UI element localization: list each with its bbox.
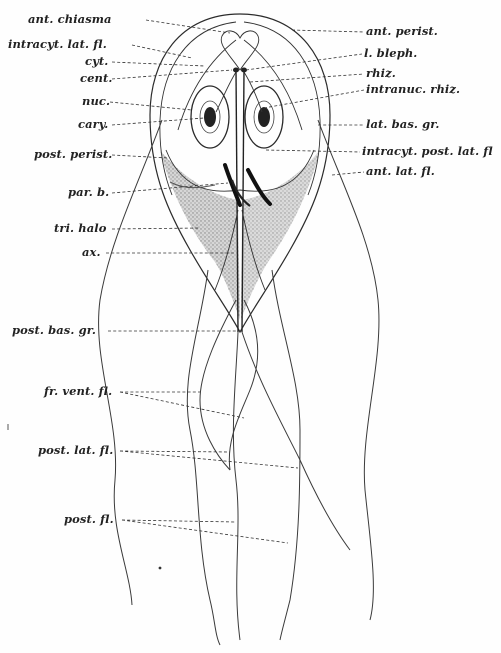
intracytoplasmic-flagella bbox=[178, 40, 302, 290]
chiasma-shape bbox=[221, 31, 259, 70]
blepharoplast-left bbox=[233, 68, 239, 73]
nucleus-left bbox=[191, 86, 229, 148]
labels-right: ant. perist. l. bleph. rhiz. intranuc. r… bbox=[246, 24, 493, 178]
nucleus-right bbox=[245, 86, 283, 148]
label-rhiz: rhiz. bbox=[366, 66, 396, 80]
label-intracyt-lat-fl: intracyt. lat. fl. bbox=[8, 37, 107, 51]
post-lat-flagellum-right bbox=[272, 270, 300, 640]
label-intranuc-rhiz: intranuc. rhiz. bbox=[366, 82, 460, 96]
label-tri-halo: tri. halo bbox=[54, 221, 107, 235]
cell-body bbox=[150, 14, 330, 332]
post-flagellum-right bbox=[242, 332, 350, 550]
label-cary: cary. bbox=[78, 117, 108, 131]
label-l-bleph: l. bleph. bbox=[364, 46, 417, 60]
print-speck bbox=[159, 567, 162, 570]
label-ant-perist: ant. perist. bbox=[366, 24, 438, 38]
label-cent: cent. bbox=[80, 71, 113, 85]
label-cyt: cyt. bbox=[85, 54, 108, 68]
label-post-bas-gr: post. bas. gr. bbox=[12, 323, 96, 337]
karyosome-right bbox=[258, 107, 270, 127]
label-ant-chiasma: ant. chiasma bbox=[28, 12, 112, 26]
label-fr-vent-fl: fr. vent. fl. bbox=[43, 384, 112, 398]
post-lat-flagellum-left bbox=[187, 270, 220, 645]
label-intracyt-post-lat-fl: intracyt. post. lat. fl bbox=[362, 144, 493, 158]
label-ax: ax. bbox=[82, 245, 101, 259]
label-post-perist: post. perist. bbox=[34, 147, 112, 161]
label-post-lat-fl: post. lat. fl. bbox=[38, 443, 113, 457]
karyosome-left bbox=[204, 107, 216, 127]
label-lat-bas-gr: lat. bas. gr. bbox=[366, 117, 439, 131]
label-ant-lat-fl: ant. lat. fl. bbox=[366, 164, 435, 178]
label-par-b: par. b. bbox=[68, 185, 109, 199]
ant-lat-flagellum-right bbox=[318, 120, 379, 620]
label-post-fl: post. fl. bbox=[64, 512, 114, 526]
label-nuc: nuc. bbox=[82, 94, 110, 108]
post-flagellum-left bbox=[233, 332, 240, 640]
